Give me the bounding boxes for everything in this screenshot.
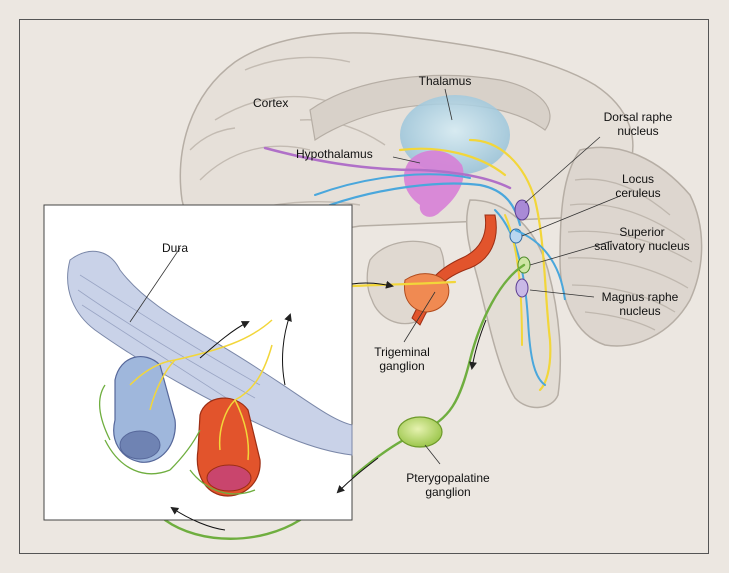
blue-vessel-lumen <box>119 430 161 460</box>
dura-membrane <box>67 250 353 456</box>
label-thalamus: Thalamus <box>418 74 472 88</box>
label-hypothalamus: Hypothalamus <box>296 147 373 161</box>
flow-arrow-icon <box>336 457 379 494</box>
label-dorsal-raphe-nucleus: Dorsal raphe nucleus <box>603 110 673 138</box>
pterygopalatine-ganglion-shape <box>397 416 443 448</box>
leader-lines <box>129 88 621 465</box>
flow-arrow-icon <box>469 319 487 370</box>
flow-arrow-icon <box>282 313 292 386</box>
flow-arrow-icon <box>199 321 250 359</box>
label-dura: Dura <box>162 241 189 255</box>
inset-yellow-fibers <box>129 319 273 461</box>
trigeminal-vessel <box>411 214 497 326</box>
flow-arrow-icon <box>351 280 394 289</box>
label-pterygopalatine-ganglion: Pterygopalatine ganglion <box>406 471 490 499</box>
dorsal-raphe-nucleus <box>514 199 530 221</box>
label-locus-ceruleus: Locus ceruleus <box>615 172 661 200</box>
inset-green-fibers <box>98 384 256 495</box>
dura-inset <box>43 204 353 531</box>
label-trigeminal-ganglion: Trigeminal ganglion <box>374 345 430 373</box>
flow-arrow-icon <box>170 506 226 531</box>
cerebellum <box>559 146 703 347</box>
red-vessel-lumen <box>206 464 252 492</box>
corpus-callosum <box>309 74 551 142</box>
outer-frame <box>19 19 709 554</box>
magnus-raphe-nucleus <box>515 278 529 298</box>
label-superior-salivatory-nucleus: Superior salivatory nucleus <box>594 225 690 253</box>
label-magnus-raphe-nucleus: Magnus raphe nucleus <box>601 290 679 318</box>
label-cortex: Cortex <box>253 96 289 110</box>
brain-pathways <box>263 138 552 392</box>
